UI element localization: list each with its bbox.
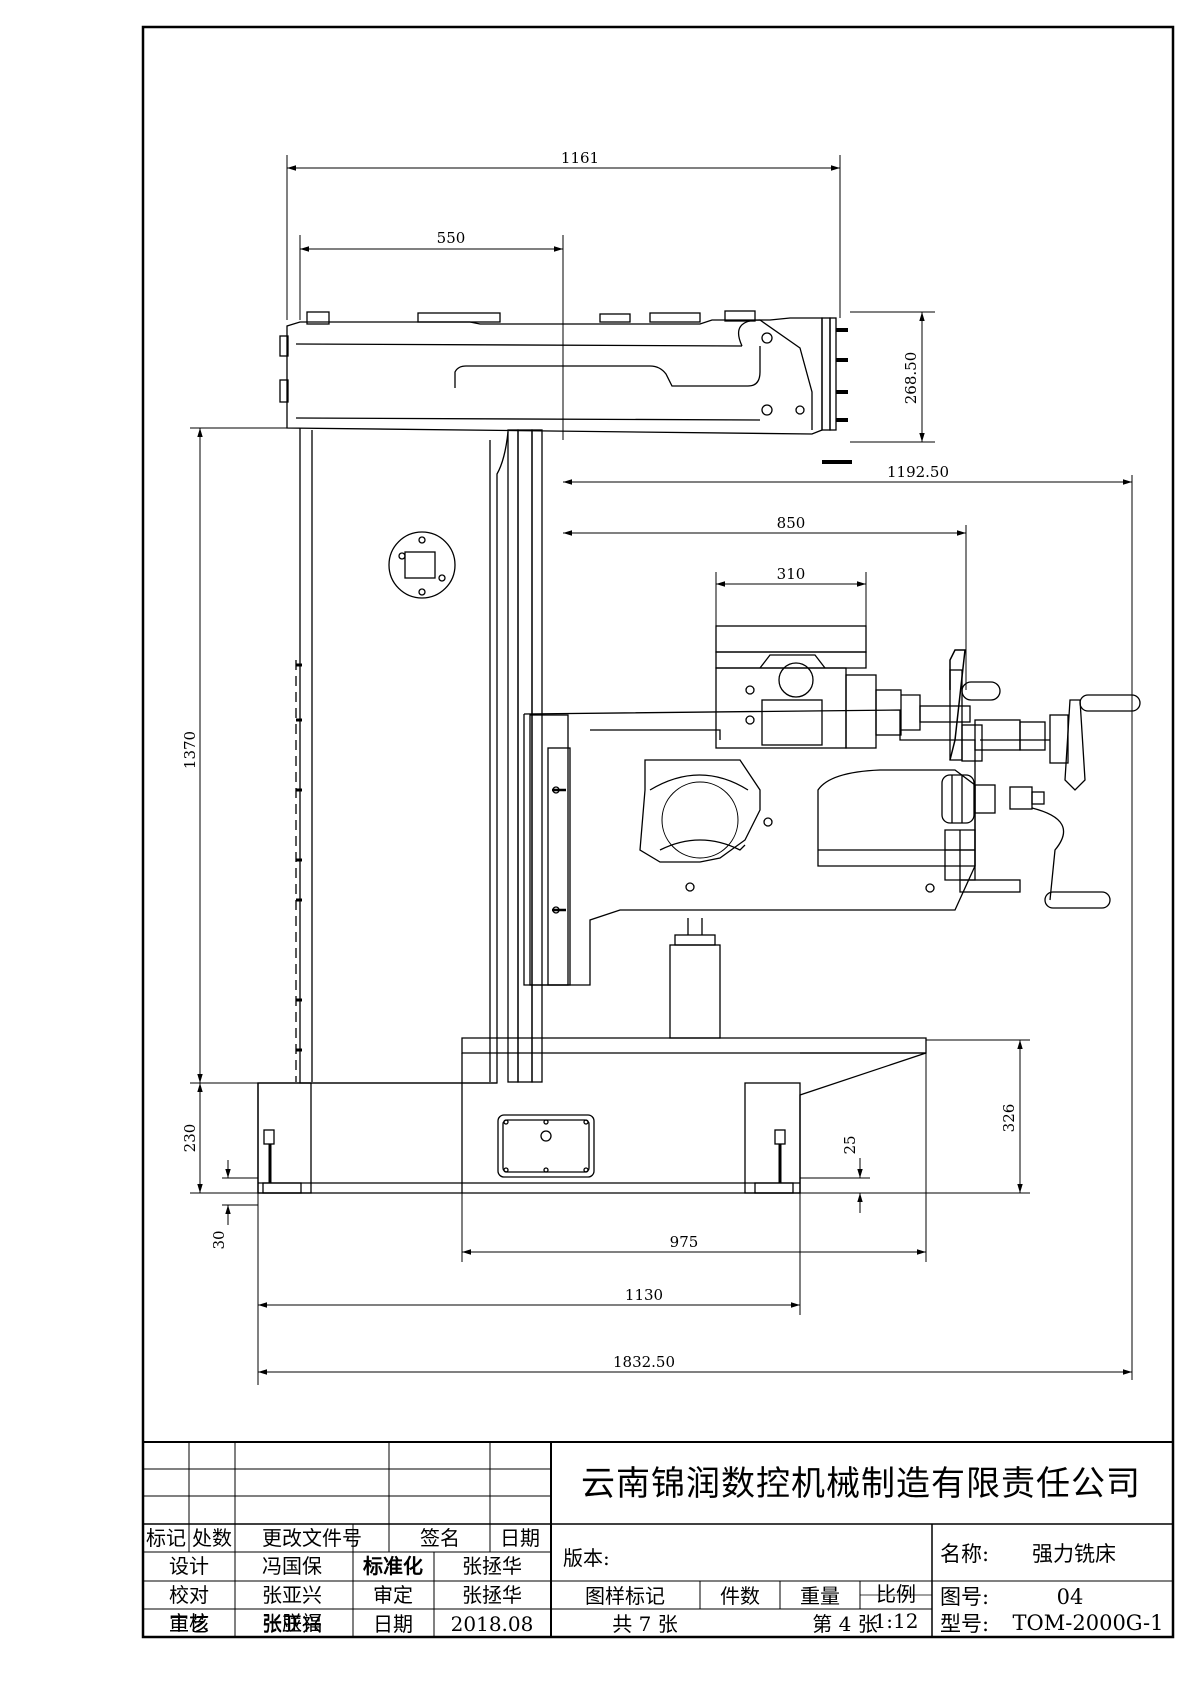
dim-850: 850 xyxy=(777,514,806,532)
model-label: 型号: xyxy=(940,1612,989,1636)
role-design: 设计 xyxy=(169,1554,209,1578)
title-block xyxy=(142,1441,1174,1638)
dimension-lines xyxy=(190,155,1133,1385)
name-label: 名称: xyxy=(940,1542,989,1566)
drawing-no-value: 04 xyxy=(1057,1585,1084,1609)
rev-header-doc-no: 更改文件号 xyxy=(262,1526,362,1550)
saddle-table xyxy=(715,625,1141,791)
hand-crank xyxy=(1031,807,1065,901)
dim-1370: 1370 xyxy=(181,731,199,769)
handwheel xyxy=(1064,699,1086,791)
date-value: 2018.08 xyxy=(451,1612,534,1636)
drawing-no-label: 图号: xyxy=(940,1585,989,1609)
model-value: TOM-2000G-1 xyxy=(1013,1611,1164,1635)
machine-base xyxy=(257,918,927,1194)
role-standardization: 标准化 xyxy=(363,1554,423,1578)
quantity-label: 件数 xyxy=(720,1584,760,1608)
dim-1192-50: 1192.50 xyxy=(887,463,949,481)
version-label: 版本: xyxy=(563,1546,610,1570)
sheet-number: 第 4 张 xyxy=(812,1612,877,1636)
dim-1161: 1161 xyxy=(561,149,599,167)
round-guard xyxy=(639,759,761,863)
title-block-last-row: 张亚兴 日期 2018.08 版本: 图样标记 件数 重量 比例 1:12 共 … xyxy=(262,1542,1163,1636)
designer-name: 冯国保 xyxy=(262,1554,322,1578)
dim-975: 975 xyxy=(670,1233,699,1251)
dim-550: 550 xyxy=(437,229,466,247)
sheets-total: 共 7 张 xyxy=(612,1612,677,1636)
rev-header-date: 日期 xyxy=(500,1526,540,1550)
dim-230: 230 xyxy=(181,1124,199,1153)
dim-326: 326 xyxy=(1000,1104,1018,1133)
dim-25: 25 xyxy=(841,1135,859,1154)
column-round-cover xyxy=(388,531,456,599)
dimension-labels: 1161 550 268.50 1192.50 850 310 1370 230… xyxy=(181,149,1018,1371)
pattern-mark-label: 图样标记 xyxy=(585,1584,665,1608)
column xyxy=(295,428,543,1084)
reviewer-name: 张朕福 xyxy=(262,1611,322,1635)
pulley xyxy=(941,774,975,824)
dim-1832-50: 1832.50 xyxy=(613,1353,675,1371)
rev-header-sign: 签名 xyxy=(420,1526,460,1550)
dim-1130: 1130 xyxy=(625,1286,663,1304)
role-review: 审核 xyxy=(169,1611,209,1635)
overhead-ram xyxy=(279,310,852,464)
scale-label: 比例 xyxy=(876,1582,916,1606)
base-cover-plate xyxy=(497,1114,595,1178)
standardizer-name: 张拯华 xyxy=(462,1554,522,1578)
approver-name: 张拯华 xyxy=(462,1583,522,1607)
scale-value: 1:12 xyxy=(874,1609,919,1633)
role-date: 日期 xyxy=(373,1612,413,1636)
title-block-text: 云南锦润数控机械制造有限责任公司 标记 处数 更改文件号 签名 日期 设计 冯国… xyxy=(146,1464,1141,1636)
milling-machine-drawing xyxy=(257,310,1141,1194)
dim-268-50: 268.50 xyxy=(902,352,920,405)
name-value: 强力铣床 xyxy=(1032,1542,1116,1566)
role-check: 校对 xyxy=(169,1583,209,1607)
checker-name: 张亚兴 xyxy=(262,1583,322,1607)
drawing-border xyxy=(141,25,1175,1639)
role-approve: 审定 xyxy=(373,1583,413,1607)
rev-header-count: 处数 xyxy=(192,1526,232,1550)
dim-310: 310 xyxy=(777,565,806,583)
knee xyxy=(523,709,1111,986)
role-process: 工艺 xyxy=(169,1612,209,1636)
process-name: 张亚兴 xyxy=(262,1612,322,1636)
weight-label: 重量 xyxy=(800,1584,840,1608)
rev-header-mark: 标记 xyxy=(146,1526,186,1550)
dim-30: 30 xyxy=(210,1230,228,1249)
company-name: 云南锦润数控机械制造有限责任公司 xyxy=(581,1464,1141,1504)
